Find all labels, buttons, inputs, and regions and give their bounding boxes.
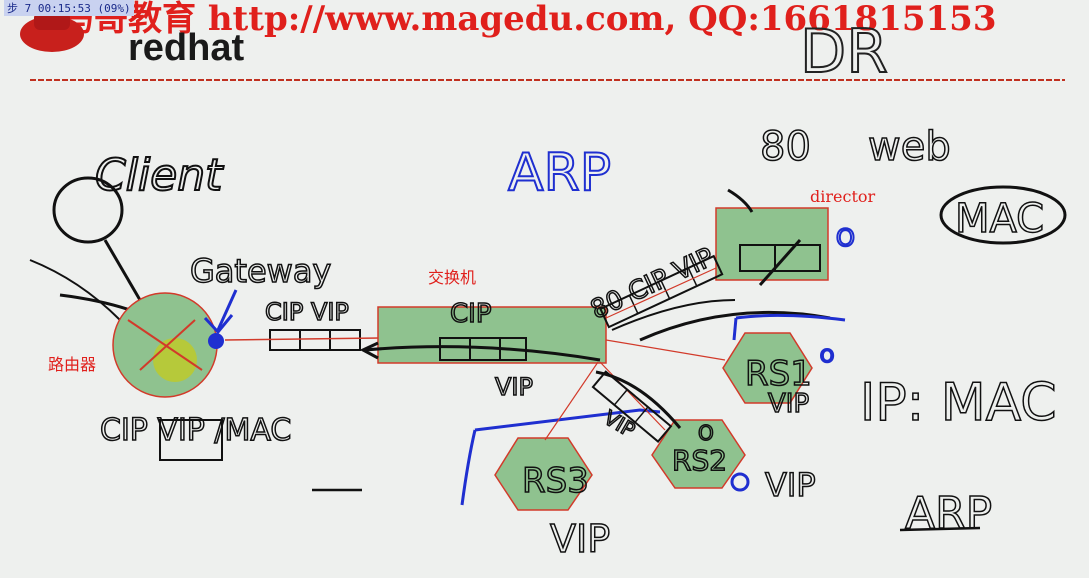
client-node [52,176,124,244]
rs1-vip: VIP [768,389,809,419]
rs1-o: O [820,346,834,367]
switch-label: 交换机 [428,268,476,287]
port-80: 80 [760,124,811,170]
bottom-cip-vip-mac: CIP VIP /MAC [100,413,291,448]
rs2-node [651,419,746,489]
client-label: Client [95,150,224,201]
packet-to-director [599,254,724,329]
rs2-label: RS2 [672,444,727,477]
dr-title: DR [800,17,888,87]
switch-vip: VIP [495,373,533,401]
router-label: 路由器 [48,355,96,374]
packet-to-rs2 [591,370,673,443]
redhat-wordmark: redhat [128,27,244,69]
rs1-label: RS1 [745,354,812,394]
packet-left [269,329,361,351]
mac-circle [939,185,1067,245]
rs2-o: O [698,421,714,445]
rs1-node [722,332,813,404]
arp-label-bottom: ARP [905,488,992,539]
video-timestamp: 步 7 00:15:53 (09%) [4,0,134,16]
watermark-text: 马哥教育 http://www.magedu.com, QQ:166181515… [60,0,996,39]
rs3-vip: VIP [550,517,610,561]
redhat-logo: redhat [20,12,244,69]
web-label: web [868,124,951,170]
gateway-label: Gateway [190,252,331,290]
rs3-node [494,437,593,511]
gateway-interface [208,333,224,349]
ip-mac-label: IP: MAC [860,373,1057,433]
mac-circled-label: MAC [955,196,1044,242]
arp-label-top: ARP [508,143,611,203]
switch-node [377,306,607,364]
packet-cip-vip-left: CIP VIP [265,298,349,326]
router-node [112,292,218,398]
director-o: O [836,224,855,252]
rs2-vip: VIP [765,466,816,504]
director-label: director [810,187,876,206]
rs3-label: RS3 [522,461,589,501]
switch-cip: CIP [450,299,492,329]
